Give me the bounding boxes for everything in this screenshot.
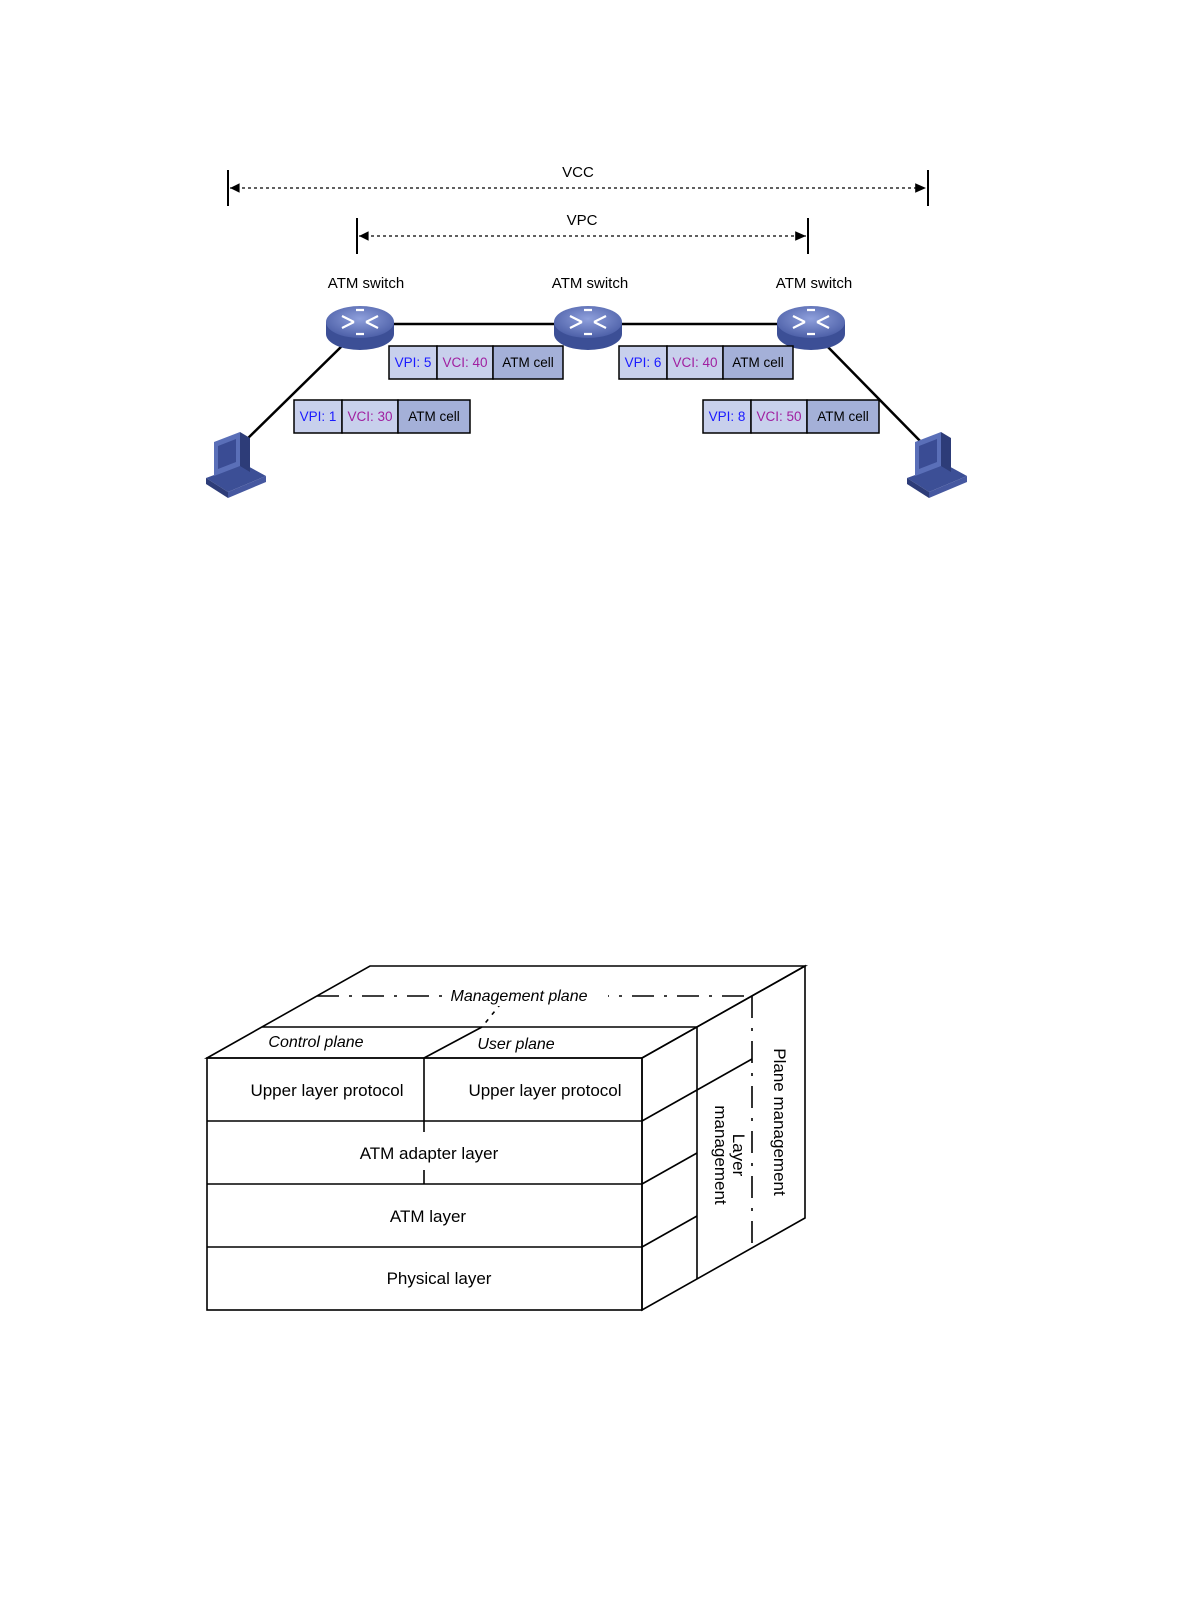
atm-cell-label: ATM cell [732,355,784,370]
upper-layer-protocol-user: Upper layer protocol [468,1081,621,1100]
computer-icon [206,432,266,498]
management-plane-label: Management plane [451,988,588,1005]
vpi-label: VPI: 6 [625,355,662,370]
switch-label-2: ATM switch [552,275,628,292]
atm-switch-icon [554,306,622,350]
atm-cell-label: ATM cell [502,355,554,370]
vci-label: VCI: 50 [756,409,801,424]
cell-box-1: VPI: 1 VCI: 30 ATM cell [294,400,470,433]
vpc-label: VPC [567,212,598,229]
cell-box-4: VPI: 8 VCI: 50 ATM cell [703,400,879,433]
plane-management-label: Plane management [770,1048,789,1196]
computer-icon [907,432,967,498]
atm-connection-diagram: VCC VPC ATM switch ATM switch ATM switch [206,164,967,498]
vpi-label: VPI: 5 [395,355,432,370]
cell-box-3: VPI: 6 VCI: 40 ATM cell [619,346,793,379]
vci-label: VCI: 40 [442,355,487,370]
switch-label-3: ATM switch [776,275,852,292]
physical-layer: Physical layer [387,1269,492,1288]
vpi-label: VPI: 8 [709,409,746,424]
vpc-span: VPC [357,212,808,254]
cell-box-2: VPI: 5 VCI: 40 ATM cell [389,346,563,379]
vci-label: VCI: 30 [347,409,392,424]
upper-layer-protocol-control: Upper layer protocol [250,1081,403,1100]
atm-layer: ATM layer [390,1207,467,1226]
layer-management-label-line1: Layer [729,1134,748,1177]
vci-label: VCI: 40 [672,355,717,370]
vcc-label: VCC [562,164,594,181]
atm-switch-icon [777,306,845,350]
atm-adapter-layer: ATM adapter layer [360,1144,499,1163]
switch-label-1: ATM switch [328,275,404,292]
vpi-label: VPI: 1 [300,409,337,424]
vcc-span: VCC [228,164,928,206]
atm-switch-icon [326,306,394,350]
control-plane-label: Control plane [268,1034,363,1051]
user-plane-label: User plane [477,1036,554,1053]
atm-cell-label: ATM cell [408,409,460,424]
layer-management-label-line2: management [711,1105,730,1205]
atm-cell-label: ATM cell [817,409,869,424]
